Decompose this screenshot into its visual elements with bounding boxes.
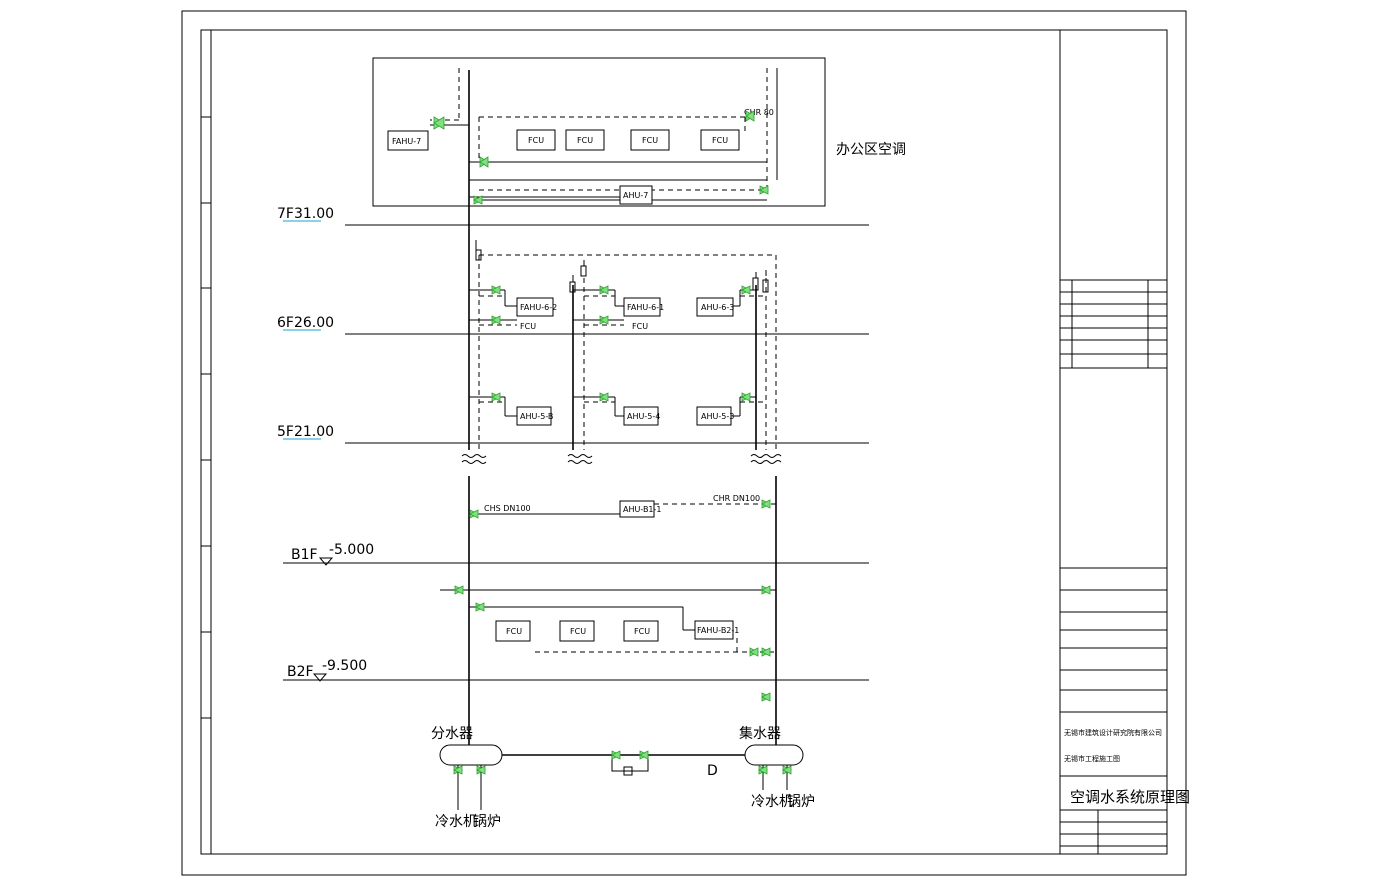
- chiller-label-left: 冷水机: [435, 814, 477, 830]
- title-block: [1059, 30, 1167, 854]
- fcu-b2-c: [623, 620, 659, 642]
- header-piping: [457, 740, 788, 810]
- level-name-b2f: B2F: [287, 664, 314, 680]
- level-marker-b2f: [312, 673, 328, 682]
- fcu-7-d-label: FCU: [712, 136, 728, 145]
- fahu-6-1-box: [623, 297, 661, 317]
- fahu-7-label: FAHU-7: [392, 137, 421, 146]
- ahu-6-3-box: [696, 297, 734, 317]
- chiller-label-right: 冷水机: [751, 794, 793, 810]
- floor-lines: [283, 224, 869, 681]
- level-label-7f: 7F31.00: [277, 206, 334, 222]
- fcu-7-b-label: FCU: [577, 136, 593, 145]
- ahu-6-3-label: AHU-6-3: [701, 303, 734, 312]
- air-vents: [475, 240, 769, 293]
- fcu-b2-c-label: FCU: [634, 627, 650, 636]
- ahu-b1-1-box: [619, 500, 655, 518]
- company-name: 无锡市建筑设计研究院有限公司: [1064, 728, 1162, 737]
- office-zone-hatched: [372, 57, 826, 207]
- floor-6-5-piping: [469, 254, 776, 417]
- fcu-7-c-label: FCU: [642, 136, 658, 145]
- fcu-7-a: [516, 129, 556, 151]
- office-area-label: 办公区空调: [836, 142, 906, 158]
- chr-80-label: CHR 80: [744, 108, 774, 117]
- fahu-b2-1-box: [694, 620, 734, 640]
- level-value-b2f: -9.500: [322, 658, 367, 674]
- fcu-branch-6-a: FCU: [520, 322, 536, 331]
- main-risers: [458, 68, 778, 740]
- ahu-b1-1-label: AHU-B1-1: [623, 505, 662, 514]
- valves: [433, 110, 792, 775]
- fahu-6-2-label: FAHU-6-2: [520, 303, 557, 312]
- outer-frame: [181, 10, 1187, 876]
- fahu-6-1-label: FAHU-6-1: [627, 303, 664, 312]
- d-mark: D: [707, 763, 718, 779]
- fcu-7-c: [630, 129, 670, 151]
- return-header-label: 集水器: [739, 725, 781, 742]
- floor-b2-piping: [440, 589, 776, 653]
- level-value-b1f: -5.000: [329, 542, 374, 558]
- supply-header: [439, 744, 503, 766]
- supply-header-label: 分水器: [431, 726, 473, 742]
- ahu-5-3-box: [696, 406, 732, 426]
- fcu-branch-6-b: FCU: [632, 322, 648, 331]
- project-name: 无锡市工程施工图: [1064, 754, 1120, 763]
- boiler-label-left: 锅炉: [473, 814, 501, 830]
- fcu-7-b: [565, 129, 605, 151]
- fahu-7-box: [387, 130, 429, 151]
- chs-b1-label: CHS DN100: [484, 504, 531, 513]
- ahu-5-b-label: AHU-5-B: [520, 412, 553, 421]
- ahu-7-box: [619, 185, 653, 205]
- break-marks: [461, 454, 782, 464]
- drawing-title: 空调水系统原理图: [1070, 788, 1190, 806]
- ahu-5-4-label: AHU-5-4: [627, 412, 660, 421]
- level-marker-b1f: [318, 557, 334, 566]
- ahu-5-b-box: [516, 406, 552, 426]
- inner-frame: [200, 29, 1168, 855]
- ahu-5-3-label: AHU-5-3: [701, 412, 734, 421]
- fcu-b2-b: [559, 620, 595, 642]
- fcu-b2-a-label: FCU: [506, 627, 522, 636]
- fcu-7-a-label: FCU: [528, 136, 544, 145]
- fcu-b2-b-label: FCU: [570, 627, 586, 636]
- ahu-7-label: AHU-7: [623, 191, 648, 200]
- return-header: [744, 744, 804, 766]
- left-strip-ticks: [201, 116, 211, 719]
- ahu-5-4-box: [623, 406, 659, 426]
- fcu-b2-a: [495, 620, 531, 642]
- level-name-b1f: B1F: [291, 547, 318, 563]
- boiler-label-right: 锅炉: [787, 794, 815, 810]
- level-label-6f: 6F26.00: [277, 315, 334, 331]
- level-label-5f: 5F21.00: [277, 424, 334, 440]
- fahu-6-2-box: [516, 297, 554, 317]
- chr-b1-label: CHR DN100: [713, 494, 760, 503]
- fahu-b2-1-label: FAHU-B2-1: [697, 626, 739, 635]
- fcu-7-d: [700, 129, 740, 151]
